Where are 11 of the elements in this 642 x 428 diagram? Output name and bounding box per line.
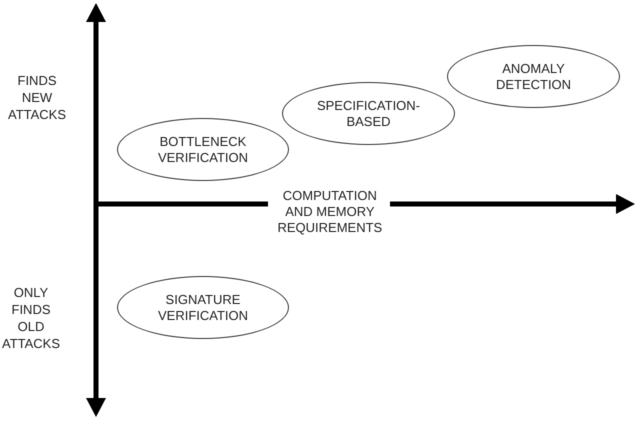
axis-label: COMPUTATION AND MEMORY REQUIREMENTS (278, 188, 382, 236)
method-label: BOTTLENECK VERIFICATION (158, 134, 248, 166)
ellipse (117, 118, 289, 181)
ellipse (447, 45, 620, 108)
ellipse (117, 276, 289, 339)
method-label: SIGNATURE VERIFICATION (158, 292, 248, 324)
axis-label: FINDS NEW ATTACKS (8, 72, 66, 123)
axis-label: ONLY FINDS OLD ATTACKS (2, 284, 60, 352)
ellipse (282, 82, 455, 145)
method-label: SPECIFICATION-BASED (316, 98, 420, 130)
method-label: ANOMALY DETECTION (496, 60, 572, 92)
